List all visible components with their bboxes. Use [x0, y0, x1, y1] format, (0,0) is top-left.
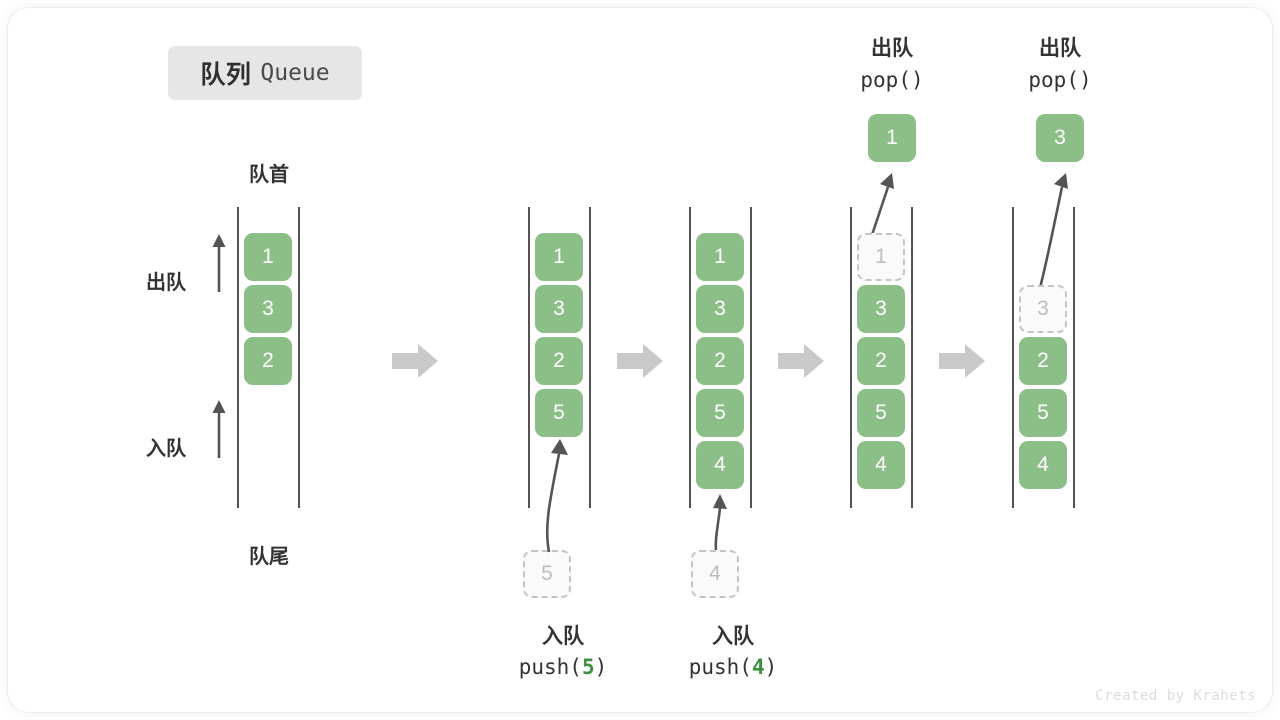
stage4-ghost-cell: 3: [1019, 285, 1067, 333]
stage1-rail-right: [589, 207, 591, 508]
stage2-push-label-cn: 入队: [712, 625, 754, 648]
stage0-cell-2: 2: [244, 337, 292, 385]
stage3-cell-1: 3: [857, 285, 905, 333]
push-a-arg: 5: [581, 655, 595, 679]
diagram-title-chip: 队列 Queue: [168, 46, 362, 100]
stage3-cell-4: 4: [857, 441, 905, 489]
stage4-cell-2: 2: [1019, 337, 1067, 385]
title-english: Queue: [260, 60, 330, 86]
stage2-incoming-ghost-cell: 4: [691, 550, 739, 598]
credit-text: Created by Krahets: [1095, 688, 1256, 704]
stage4-cell-4: 4: [1019, 441, 1067, 489]
stage2-cell-2: 2: [696, 337, 744, 385]
stage1-cell-2: 2: [535, 337, 583, 385]
stage2-cell-4: 4: [696, 441, 744, 489]
stage3-pop-label-cn: 出队: [871, 37, 913, 60]
transition-arrow-1-icon: [392, 344, 438, 378]
dequeue-direction-arrow-icon: [212, 234, 226, 292]
stage2-rail-left: [689, 207, 691, 508]
stage2-rail-right: [750, 207, 752, 508]
stage3-ghost-cell: 1: [857, 233, 905, 281]
transition-arrow-2-icon: [617, 344, 663, 378]
stage1-incoming-ghost-cell: 5: [523, 550, 571, 598]
stage2-cell-0: 1: [696, 233, 744, 281]
stage4-rail-left: [1012, 207, 1014, 508]
push-a-post: ): [594, 655, 608, 679]
stage1-cell-0: 1: [535, 233, 583, 281]
push-b-post: ): [764, 655, 778, 679]
enqueue-direction-arrow-icon: [212, 400, 226, 458]
stage1-push-label-call: push(5): [478, 655, 648, 679]
stage1-cell-1: 3: [535, 285, 583, 333]
stage4-popped-cell: 3: [1036, 114, 1084, 162]
stage2-cell-1: 3: [696, 285, 744, 333]
stage1-push-arrow-icon: [545, 439, 568, 553]
label-dequeue-direction: 出队: [146, 272, 186, 294]
stage4-pop-label-call: pop(): [1028, 68, 1092, 92]
stage0-rail-right: [298, 207, 300, 508]
stage2-push-label-call: push(4): [648, 655, 818, 679]
stage3-rail-right: [911, 207, 913, 508]
stage1-rail-left: [528, 207, 530, 508]
stage3-cell-3: 5: [857, 389, 905, 437]
stage3-popped-cell: 1: [868, 114, 916, 162]
title-chinese: 队列: [200, 61, 252, 89]
stage2-cell-3: 5: [696, 389, 744, 437]
label-enqueue-direction: 入队: [146, 438, 186, 460]
stage0-rail-left: [237, 207, 239, 508]
push-b-pre: push(: [688, 655, 752, 679]
stage4-cell-3: 5: [1019, 389, 1067, 437]
stage3-rail-left: [850, 207, 852, 508]
stage3-cell-2: 2: [857, 337, 905, 385]
label-queue-front: 队首: [249, 164, 289, 186]
stage0-cell-0: 1: [244, 233, 292, 281]
stage3-pop-label-call: pop(): [860, 68, 924, 92]
transition-arrow-4-icon: [939, 344, 985, 378]
stage4-pop-label-cn: 出队: [1039, 37, 1081, 60]
push-a-pre: push(: [518, 655, 582, 679]
stage1-push-label-cn: 入队: [542, 625, 584, 648]
transition-arrow-3-icon: [778, 344, 824, 378]
label-queue-rear: 队尾: [249, 546, 289, 568]
stage1-cell-3: 5: [535, 389, 583, 437]
stage0-cell-1: 3: [244, 285, 292, 333]
stage4-rail-right: [1073, 207, 1075, 508]
push-b-arg: 4: [751, 655, 765, 679]
stage2-push-arrow-icon: [713, 494, 727, 551]
